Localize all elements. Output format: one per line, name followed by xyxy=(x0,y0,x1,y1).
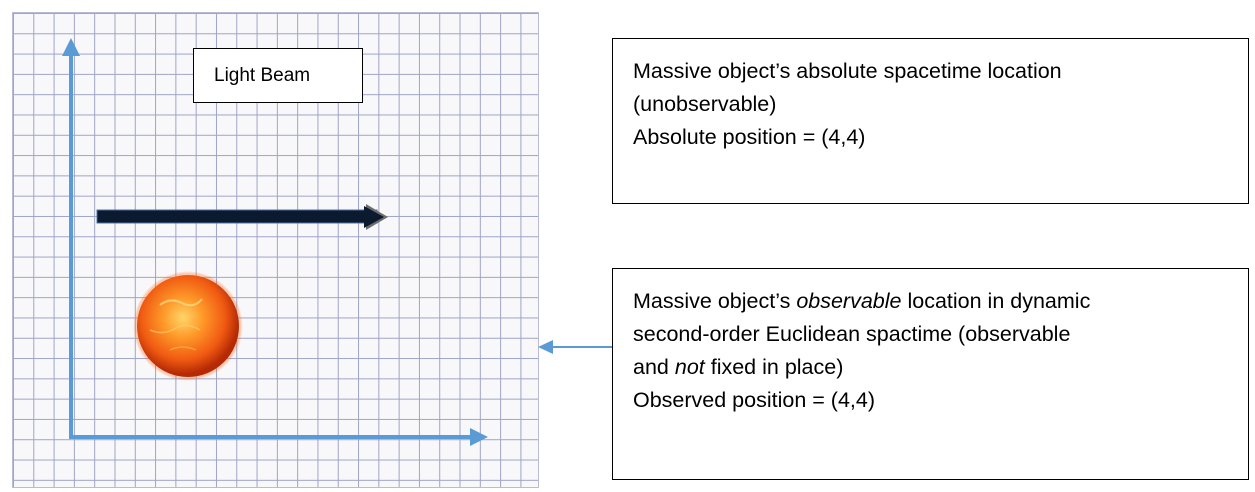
absolute-line-2: (unobservable) xyxy=(633,92,777,116)
observed-line-2: second-order Euclidean spactime (observa… xyxy=(633,322,1071,346)
absolute-position: Absolute position = (4,4) xyxy=(633,125,866,149)
x-axis xyxy=(69,428,488,446)
light-beam-arrow xyxy=(96,204,388,230)
absolute-location-box: Massive object’s absolute spacetime loca… xyxy=(612,38,1249,204)
observed-line-1: Massive object’s observable location in … xyxy=(633,285,1234,318)
light-beam-text: Light Beam xyxy=(214,64,311,86)
observed-line-1-post: location in dynamic xyxy=(901,289,1091,313)
observed-line-1-pre: Massive object’s xyxy=(633,289,797,313)
observed-line-3-em: not xyxy=(674,355,705,379)
observed-line-3-pre: and xyxy=(633,355,675,379)
sun-icon xyxy=(133,271,243,381)
observed-line-3-post: fixed in place) xyxy=(704,355,844,379)
observed-position: Observed position = (4,4) xyxy=(633,388,876,412)
y-axis xyxy=(62,38,80,437)
light-beam-label: Light Beam xyxy=(193,48,363,103)
absolute-line-1: Massive object’s absolute spacetime loca… xyxy=(633,59,1062,83)
observed-line-3: and not fixed in place) xyxy=(633,351,1234,384)
observed-line-1-em: observable xyxy=(796,289,902,313)
observed-location-box: Massive object’s observable location in … xyxy=(612,268,1249,480)
pointer-arrow xyxy=(538,340,612,354)
